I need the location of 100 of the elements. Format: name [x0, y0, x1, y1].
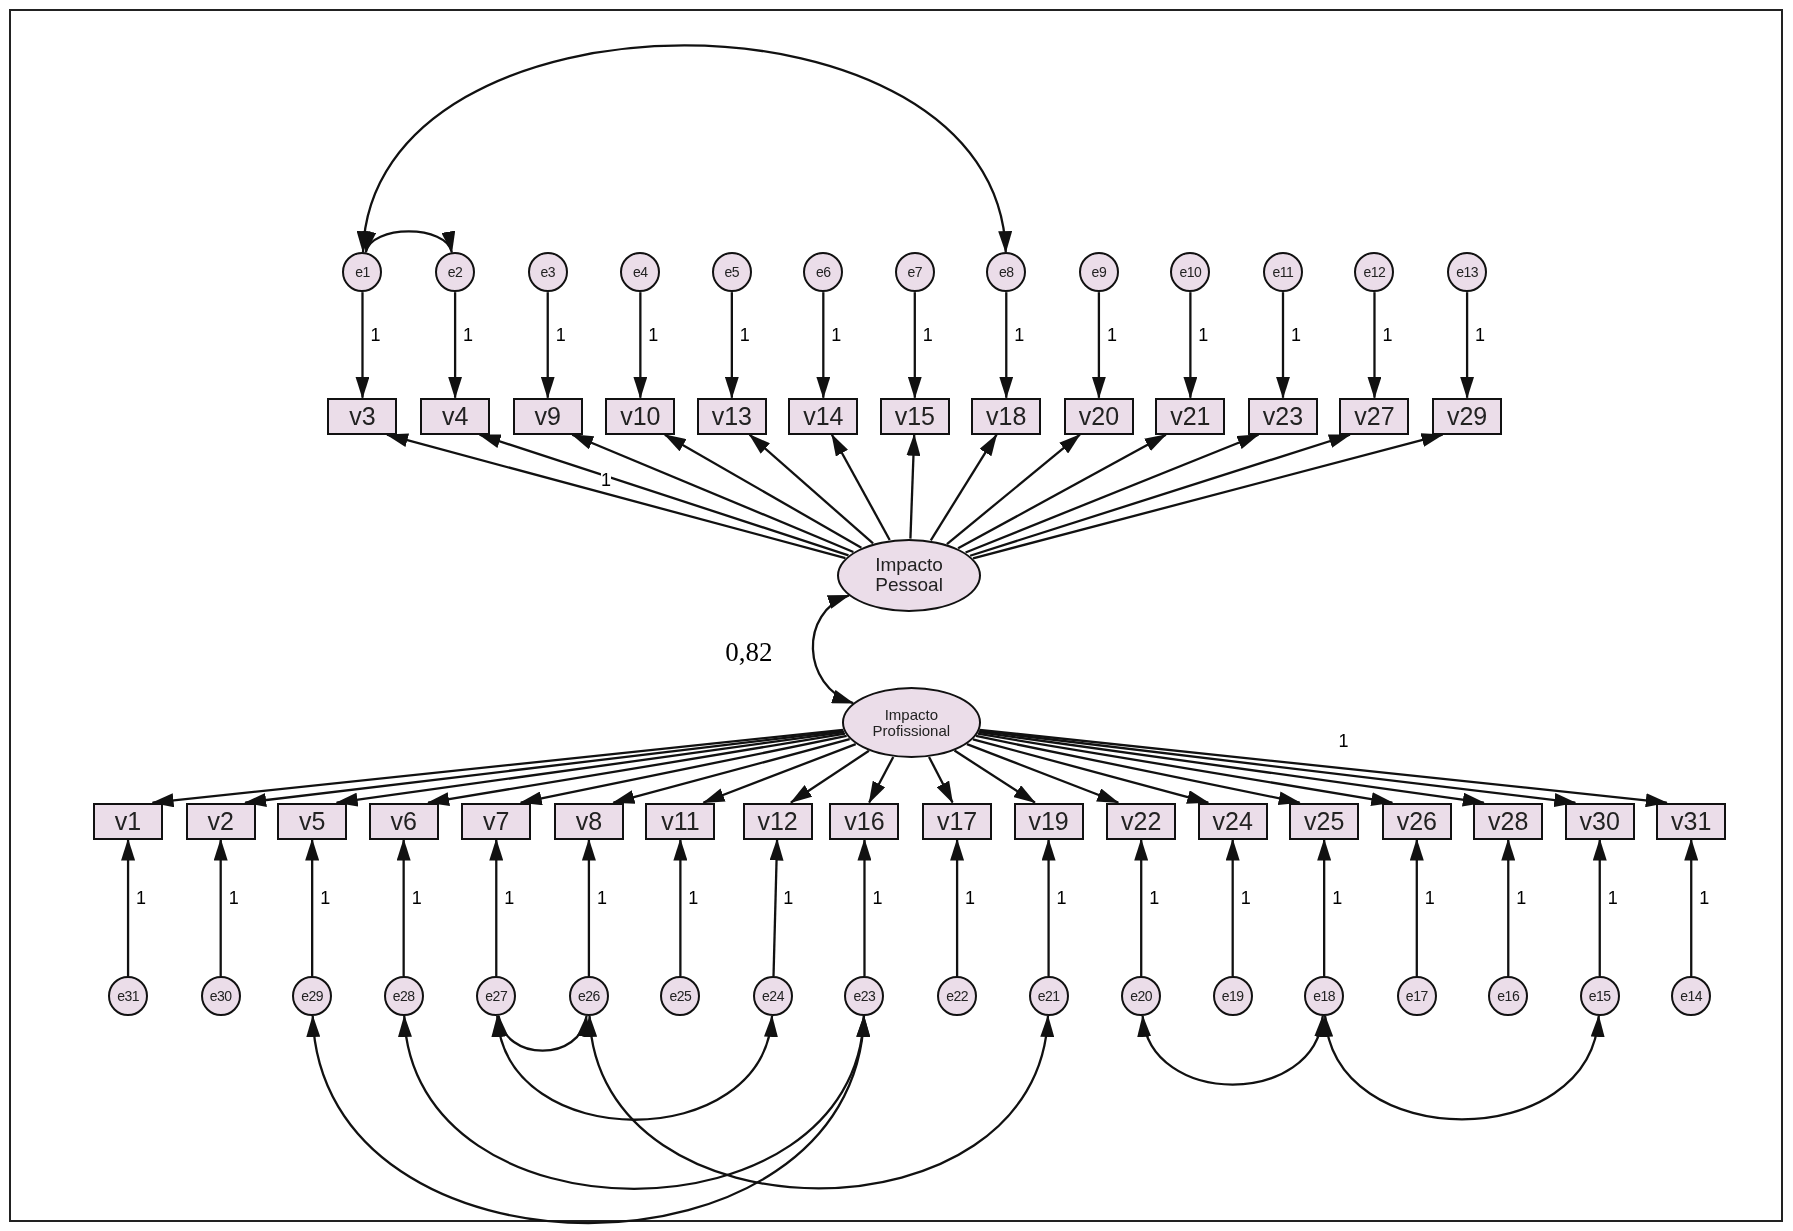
edge-label: 1 [1424, 888, 1435, 907]
edge-label: 1 [1056, 888, 1067, 907]
arrow [478, 433, 849, 557]
edge-label: 1 [596, 888, 607, 907]
edge-label: 1 [463, 325, 474, 344]
arrow [816, 292, 831, 399]
arrow [907, 292, 922, 399]
arrow [386, 433, 846, 560]
edge-label: 1 [831, 325, 842, 344]
arrow [673, 838, 688, 976]
arrow [121, 838, 136, 976]
covariance-arrow [1140, 1014, 1325, 1086]
arrow [969, 433, 1351, 557]
arrow [946, 433, 1081, 545]
arrow [977, 732, 1394, 806]
arrow [213, 838, 228, 976]
observed-variable-box: v9 [512, 397, 583, 435]
observed-variable-box: v18 [971, 397, 1042, 435]
arrow [769, 838, 784, 976]
edge-label: 1 [136, 888, 147, 907]
observed-variable-box: v4 [420, 397, 491, 435]
edge-label: 1 [1332, 888, 1343, 907]
arrow [1317, 838, 1332, 976]
arrow [929, 433, 998, 541]
observed-variable-box: v24 [1197, 802, 1268, 840]
arrow [972, 738, 1210, 804]
arrow [1276, 292, 1290, 399]
arrow [966, 743, 1120, 804]
covariance-arrow [401, 1015, 867, 1190]
arrow [790, 749, 870, 804]
observed-variable-box: v26 [1381, 802, 1452, 840]
observed-variable-box: v11 [645, 802, 716, 840]
edge-label: 1 [370, 325, 381, 344]
edge-label: 1 [922, 325, 933, 344]
arrow [335, 730, 845, 807]
edge-label: 1 [228, 888, 239, 907]
arrow [906, 433, 921, 539]
arrow [355, 292, 370, 399]
arrow [830, 433, 891, 541]
arrow [612, 738, 850, 804]
arrow [928, 756, 954, 804]
observed-variable-box: v2 [185, 802, 256, 840]
covariance-arrow [811, 594, 855, 705]
arrow [950, 838, 965, 976]
edge-label: 1 [1149, 888, 1160, 907]
observed-variable-box: v29 [1432, 397, 1503, 435]
observed-variable-box: v27 [1339, 397, 1410, 435]
observed-variable-box: v16 [829, 802, 900, 840]
arrow [957, 433, 1167, 550]
observed-variable-box: v15 [879, 397, 950, 435]
arrow [1460, 292, 1475, 399]
edge-label: 1 [1014, 325, 1025, 344]
arrow [953, 749, 1036, 804]
observed-variable-box: v25 [1289, 802, 1360, 840]
observed-variable-box: v17 [922, 802, 993, 840]
arrow [1091, 292, 1106, 399]
edge-label: 1 [1475, 325, 1486, 344]
observed-variable-box: v1 [93, 802, 164, 840]
observed-variable-box: v22 [1106, 802, 1177, 840]
observed-variable-box: v14 [788, 397, 859, 435]
edge-label: 1 [320, 888, 331, 907]
observed-variable-box: v23 [1248, 397, 1318, 435]
arrow [1041, 838, 1056, 976]
edge-label: 1 [1106, 325, 1117, 344]
observed-variable-box: v13 [696, 397, 767, 435]
arrow [702, 743, 857, 804]
arrow [664, 433, 862, 549]
observed-variable-box: v3 [327, 397, 398, 435]
edge-label: 1 [1607, 888, 1618, 907]
arrow [540, 292, 555, 399]
arrow [1183, 292, 1198, 399]
observed-variable-box: v8 [553, 802, 624, 840]
arrow [1367, 292, 1382, 399]
observed-variable-box: v19 [1013, 802, 1084, 840]
arrow [427, 732, 846, 806]
edge-label: 1 [688, 888, 699, 907]
covariance-arrow [1322, 1015, 1602, 1121]
arrow [396, 838, 411, 976]
edge-label: 1 [872, 888, 883, 907]
edge-label: 1 [1291, 325, 1301, 344]
arrow [151, 728, 844, 808]
observed-variable-box: v6 [368, 802, 439, 840]
arrow [1684, 838, 1699, 976]
covariance-arrow [494, 1015, 775, 1121]
arrow [305, 838, 320, 976]
arrow [978, 730, 1485, 807]
observed-variable-box: v20 [1063, 397, 1134, 435]
arrow [1592, 838, 1607, 976]
observed-variable-box: v12 [742, 802, 813, 840]
arrow [748, 433, 874, 545]
observed-variable-box: v31 [1656, 802, 1727, 840]
arrow [1501, 838, 1516, 976]
arrow [979, 728, 1668, 808]
arrow [1409, 838, 1424, 976]
edge-label: 1 [555, 325, 566, 344]
observed-variable-box: v10 [605, 397, 676, 435]
edge-label: 1 [1382, 325, 1393, 344]
arrow [868, 756, 895, 804]
arrow [857, 838, 872, 976]
arrow [1134, 838, 1149, 976]
